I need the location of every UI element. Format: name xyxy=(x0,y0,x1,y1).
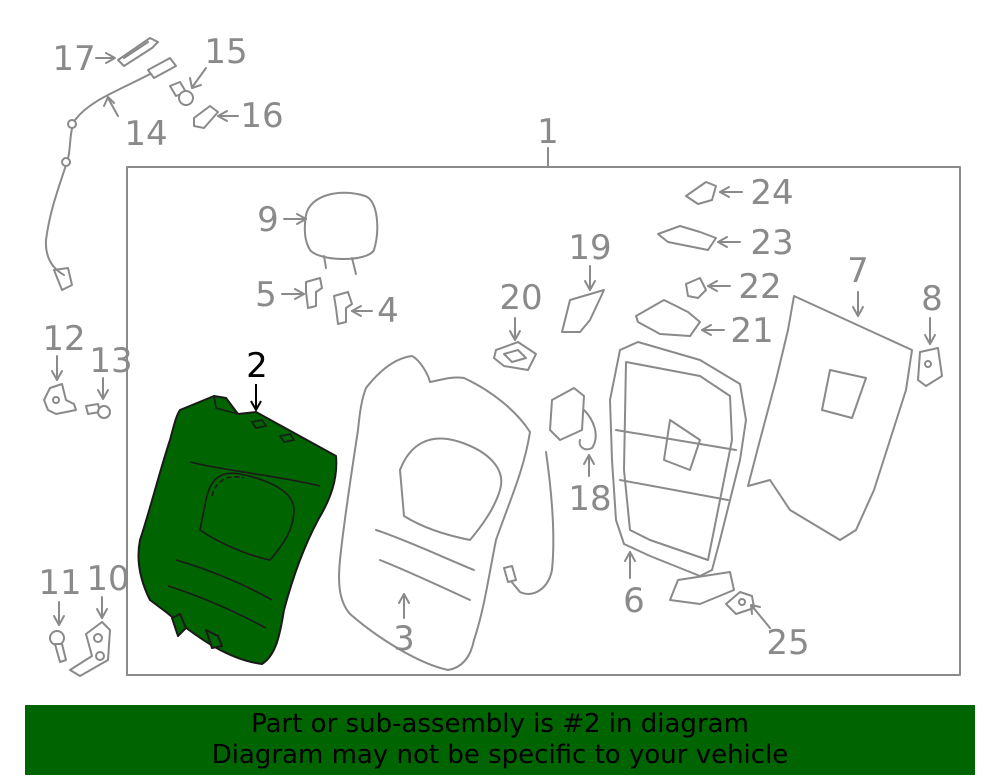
part-10-hinge[interactable] xyxy=(69,621,111,677)
part-20-bezel[interactable] xyxy=(493,341,537,371)
part-4-guide[interactable] xyxy=(333,291,353,325)
callout-2[interactable]: 2 xyxy=(246,346,268,386)
part-7-back-panel[interactable] xyxy=(747,295,913,541)
part-24-cap[interactable] xyxy=(685,181,717,205)
part-22-clip[interactable] xyxy=(685,277,707,299)
callout-23[interactable]: 23 xyxy=(750,223,793,263)
callout-25[interactable]: 25 xyxy=(766,623,809,663)
part-23-bracket[interactable] xyxy=(657,225,717,251)
callout-10[interactable]: 10 xyxy=(86,559,129,599)
part-8-knob[interactable] xyxy=(917,347,943,387)
part-11-bolt[interactable] xyxy=(49,630,67,663)
part-12-bracket[interactable] xyxy=(43,383,77,415)
part-14-cable[interactable] xyxy=(44,57,177,291)
callout-17[interactable]: 17 xyxy=(52,39,95,79)
part-21-pad[interactable] xyxy=(635,299,701,337)
callout-15[interactable]: 15 xyxy=(204,32,247,72)
callout-1[interactable]: 1 xyxy=(537,112,559,152)
callout-9[interactable]: 9 xyxy=(257,200,279,240)
part-5-guide[interactable] xyxy=(305,277,323,309)
parts-diagram: 1 17 14 15 16 12 13 xyxy=(38,32,961,677)
banner-line-2: Diagram may not be specific to your vehi… xyxy=(211,740,789,770)
callout-3[interactable]: 3 xyxy=(393,619,415,659)
part-16-clip[interactable] xyxy=(193,105,219,129)
part-19-cover[interactable] xyxy=(561,289,605,333)
part-9-headrest[interactable] xyxy=(303,191,379,275)
callout-8[interactable]: 8 xyxy=(921,279,943,319)
callout-11[interactable]: 11 xyxy=(38,563,81,603)
callout-18[interactable]: 18 xyxy=(568,479,611,519)
banner-line-1: Part or sub-assembly is #2 in diagram xyxy=(251,709,749,739)
part-18-latch[interactable] xyxy=(503,387,597,595)
callout-21[interactable]: 21 xyxy=(730,311,773,351)
callout-24[interactable]: 24 xyxy=(750,173,793,213)
part-6-frame[interactable] xyxy=(609,341,747,605)
info-banner: Part or sub-assembly is #2 in diagram Di… xyxy=(25,705,975,775)
callout-19[interactable]: 19 xyxy=(568,228,611,268)
part-2-seat-back-pad[interactable] xyxy=(137,395,338,665)
part-13-bolt[interactable] xyxy=(85,403,111,419)
part-3-seat-back-cover[interactable] xyxy=(338,355,531,671)
part-25-clip[interactable] xyxy=(725,591,755,615)
callout-4[interactable]: 4 xyxy=(377,291,399,331)
callout-22[interactable]: 22 xyxy=(738,267,781,307)
callout-14[interactable]: 14 xyxy=(124,114,167,154)
callout-12[interactable]: 12 xyxy=(42,319,85,359)
part-17-clip[interactable] xyxy=(117,37,159,67)
part-15-bolt[interactable] xyxy=(169,81,194,106)
assembly-box xyxy=(126,166,961,676)
callout-20[interactable]: 20 xyxy=(499,278,542,318)
callout-5[interactable]: 5 xyxy=(255,275,277,315)
callout-16[interactable]: 16 xyxy=(240,96,283,136)
callout-7[interactable]: 7 xyxy=(847,251,869,291)
callout-6[interactable]: 6 xyxy=(623,581,645,621)
callout-13[interactable]: 13 xyxy=(89,341,132,381)
